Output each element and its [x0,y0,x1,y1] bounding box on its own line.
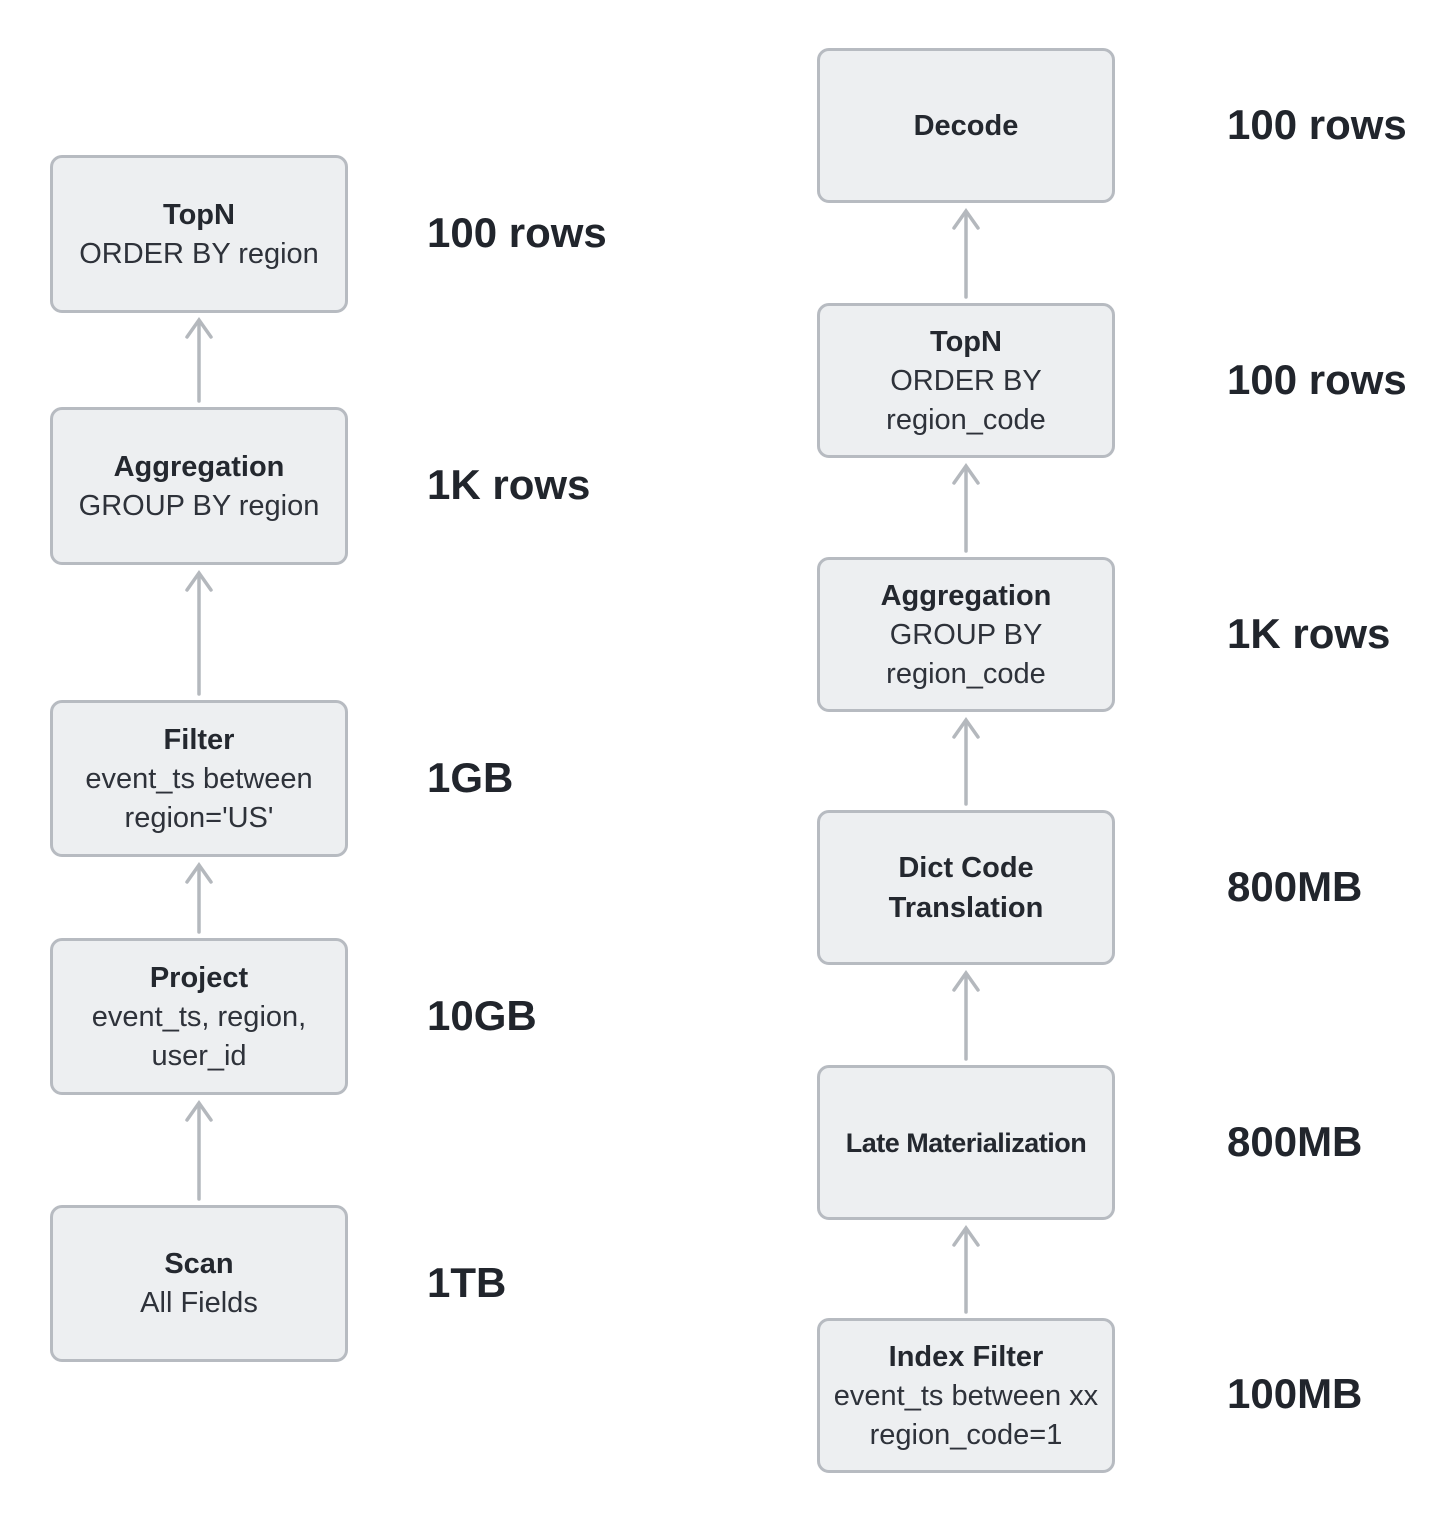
node-title: Decode [913,109,1019,142]
left-annotation-scan-size: 1TB [427,1259,507,1306]
left-annotation-project-size: 10GB [427,992,537,1039]
flow-arrow-icon [952,1224,980,1314]
node-subtitle-line: event_ts between [85,762,313,795]
right-annotation-decode-size: 100 rows [1227,101,1407,148]
node-title: Filter [163,723,235,756]
right-node-topn: TopN ORDER BY region_code [817,303,1115,458]
node-subtitle-line: region_code=1 [869,1418,1063,1451]
left-annotation-aggregation-size: 1K rows [427,461,591,508]
flow-arrow-icon [185,861,213,934]
left-node-filter: Filter event_ts between region='US' [50,700,348,857]
right-annotation-index-filter-size: 100MB [1227,1370,1363,1417]
flow-arrow-icon [185,569,213,696]
node-title: Project [149,961,249,994]
node-subtitle-line: ORDER BY region [79,237,319,270]
flow-arrow-icon [952,462,980,553]
node-title: Dict Code Translation [888,851,1044,924]
left-node-aggregation: Aggregation GROUP BY region [50,407,348,565]
flow-arrow-icon [185,316,213,403]
right-annotation-topn-size: 100 rows [1227,356,1407,403]
node-subtitle-line: region='US' [124,801,274,834]
node-title: TopN [163,198,235,231]
left-annotation-topn-size: 100 rows [427,209,607,256]
node-subtitle-line: region_code [886,657,1046,690]
node-subtitle-line: ORDER BY [890,364,1042,397]
left-annotation-filter-size: 1GB [427,754,514,801]
node-subtitle-line: event_ts, region, [91,1000,307,1033]
node-title: Aggregation [880,579,1052,612]
right-annotation-late-materialization-size: 800MB [1227,1118,1363,1165]
node-subtitle-line: All Fields [140,1287,258,1319]
right-node-dict-code-translation: Dict Code Translation [817,810,1115,965]
left-node-project: Project event_ts, region, user_id [50,938,348,1095]
right-annotation-aggregation-size: 1K rows [1227,610,1391,657]
right-annotation-dict-code-translation-size: 800MB [1227,863,1363,910]
right-node-aggregation: Aggregation GROUP BY region_code [817,557,1115,712]
node-subtitle-line: user_id [151,1039,247,1072]
right-node-index-filter: Index Filter event_ts between xx region_… [817,1318,1115,1473]
node-subtitle-line: event_ts between xx [833,1379,1099,1412]
flow-arrow-icon [952,716,980,806]
node-title: Late Materialization [845,1127,1087,1158]
node-subtitle-line: GROUP BY [889,618,1043,651]
flow-arrow-icon [185,1099,213,1201]
node-subtitle-line: region_code [886,403,1046,436]
node-title: Scan [164,1248,234,1280]
right-node-late-materialization: Late Materialization [817,1065,1115,1220]
flow-arrow-icon [952,207,980,299]
node-title: Aggregation [113,450,285,483]
left-node-topn: TopN ORDER BY region [50,155,348,313]
node-title: Index Filter [888,1340,1044,1373]
left-node-scan: Scan All Fields [50,1205,348,1362]
node-subtitle-line: GROUP BY region [78,489,320,522]
node-title: TopN [930,325,1002,358]
right-node-decode: Decode [817,48,1115,203]
flow-arrow-icon [952,969,980,1061]
